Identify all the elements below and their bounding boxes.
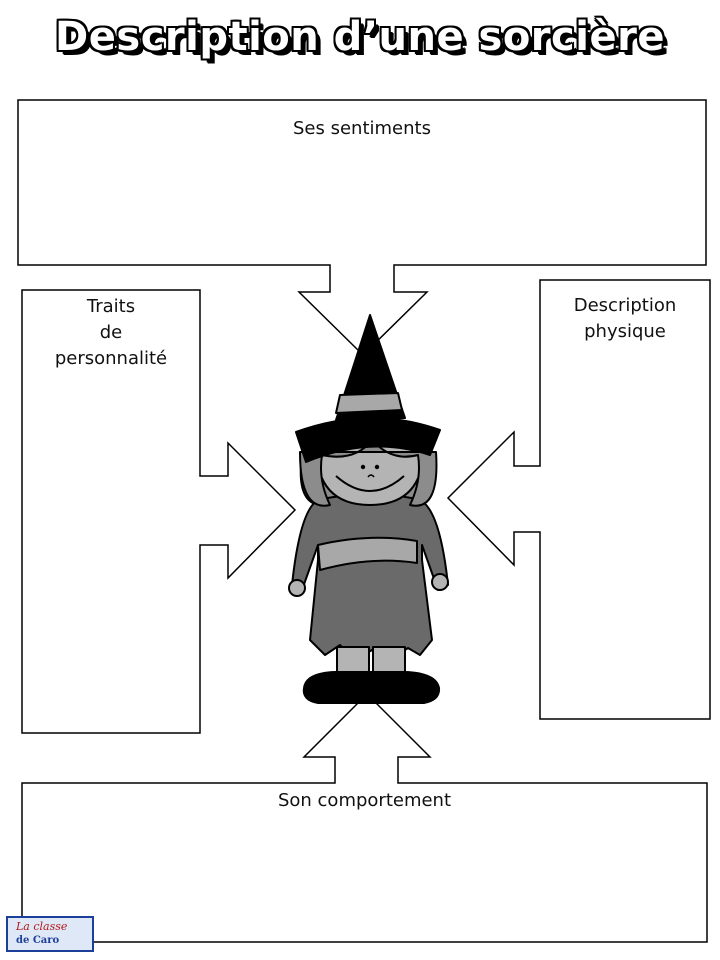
- witch-illustration: [288, 314, 449, 704]
- bottom-box-arrow: [21, 692, 708, 943]
- left-box-label: Traits de personnalité: [22, 294, 200, 372]
- logo: La classe de Caro: [6, 916, 94, 952]
- left-box-label-line: personnalité: [54, 348, 168, 369]
- bottom-box-label: Son comportement: [277, 790, 452, 811]
- right-box-label: Description physique: [540, 293, 710, 345]
- left-box-arrow: [21, 289, 297, 734]
- worksheet-title: Description d’une sorcière: [55, 14, 665, 60]
- top-box-label: Ses sentiments: [293, 118, 431, 139]
- right-box-arrow: [446, 279, 711, 720]
- top-box-arrow: [17, 99, 707, 357]
- left-box-label-line: de: [99, 322, 123, 343]
- right-box-label-line: Description: [573, 295, 677, 316]
- right-box-label-line: physique: [584, 321, 666, 342]
- left-box-label-line: Traits: [86, 296, 136, 317]
- logo-line: La classe: [16, 920, 68, 933]
- logo-line: de Caro: [16, 935, 60, 946]
